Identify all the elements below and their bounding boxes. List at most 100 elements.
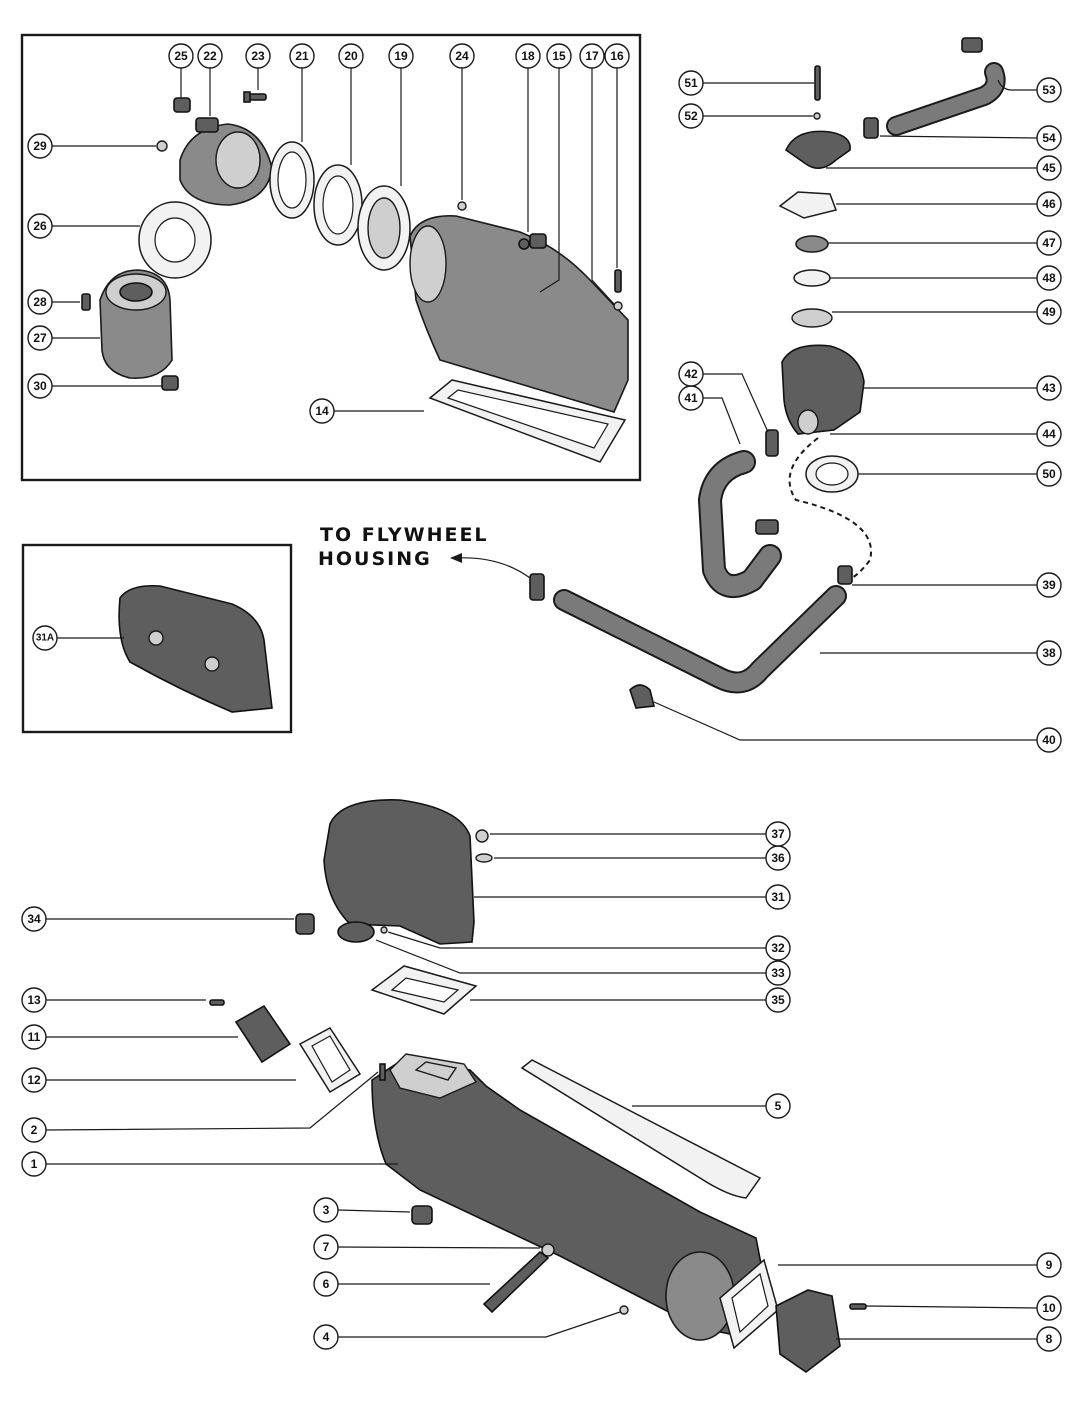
callout-number: 6 <box>323 1277 330 1291</box>
callout-number: 31A <box>36 633 54 644</box>
callout-number: 54 <box>1042 131 1056 145</box>
callout-circle <box>168 43 194 69</box>
callout-10: 10 <box>1036 1295 1062 1321</box>
leader-42 <box>703 373 769 433</box>
callout-4: 4 <box>313 1324 339 1350</box>
part-washer-17 <box>613 301 623 311</box>
callout-circle <box>313 1234 339 1260</box>
callout-number: 45 <box>1042 161 1056 175</box>
callout-38: 38 <box>1036 640 1062 666</box>
callout-circle <box>604 43 630 69</box>
part-gasket-20 <box>313 164 363 246</box>
callout-number: 13 <box>27 993 41 1007</box>
callout-11: 11 <box>21 1024 47 1050</box>
callout-circle <box>1036 1252 1062 1278</box>
callout-number: 41 <box>684 391 698 405</box>
callout-number: 47 <box>1042 236 1056 250</box>
callout-circle <box>515 43 541 69</box>
leader-17 <box>591 68 615 305</box>
callout-circle <box>1036 155 1062 181</box>
callout-circle <box>21 906 47 932</box>
part-clamp-top <box>961 37 983 53</box>
part-clamp-54 <box>863 117 879 139</box>
part-nut-4 <box>619 1305 629 1315</box>
callout-number: 32 <box>771 941 785 955</box>
callout-number: 27 <box>33 331 47 345</box>
callout-23: 23 <box>245 43 271 69</box>
part-clamp-39 <box>837 565 853 585</box>
callout-circle <box>449 43 475 69</box>
leader-3 <box>337 1209 411 1213</box>
part-clamp-mid <box>755 519 779 535</box>
callout-circle <box>1036 727 1062 753</box>
callout-number: 38 <box>1042 646 1056 660</box>
callout-28: 28 <box>27 289 53 315</box>
callout-12: 12 <box>21 1067 47 1093</box>
callout-43: 43 <box>1036 375 1062 401</box>
callout-circle <box>388 43 414 69</box>
callout-number: 34 <box>27 912 41 926</box>
callout-circle <box>678 361 704 387</box>
part-gasket-21 <box>269 141 315 219</box>
callout-20: 20 <box>338 43 364 69</box>
part-elbow-31 <box>323 799 475 945</box>
callout-circle <box>1036 77 1062 103</box>
callout-number: 2 <box>31 1123 38 1137</box>
leader-2 <box>45 1071 379 1131</box>
callout-number: 1 <box>31 1157 38 1171</box>
callout-45: 45 <box>1036 155 1062 181</box>
callout-circle <box>678 70 704 96</box>
part-riser-27 <box>99 269 173 379</box>
callout-circle <box>27 325 53 351</box>
callout-number: 35 <box>771 993 785 1007</box>
part-plug-34 <box>295 913 315 935</box>
part-gasket-26 <box>138 201 212 279</box>
part-clip-40 <box>629 684 655 709</box>
part-nut-29 <box>156 140 168 152</box>
callout-number: 17 <box>585 49 599 63</box>
callout-number: 42 <box>684 367 698 381</box>
callout-number: 23 <box>251 49 265 63</box>
callout-16: 16 <box>604 43 630 69</box>
part-hose-38 <box>553 585 847 694</box>
callout-number: 4 <box>323 1330 330 1344</box>
callout-42: 42 <box>678 361 704 387</box>
callout-circle <box>313 1271 339 1297</box>
part-screw-16 <box>614 269 622 293</box>
leader-7 <box>337 1246 541 1249</box>
callout-8: 8 <box>1036 1326 1062 1352</box>
part-thermostat-47 <box>795 235 829 253</box>
callout-22: 22 <box>197 43 223 69</box>
callout-circle <box>27 213 53 239</box>
callout-circle <box>765 960 791 986</box>
callout-circle <box>21 1067 47 1093</box>
part-housing-43 <box>781 344 865 435</box>
leader-33 <box>375 939 766 974</box>
callout-circle <box>1036 572 1062 598</box>
callout-circle <box>546 43 572 69</box>
callout-number: 7 <box>323 1240 330 1254</box>
annotation-arrowhead <box>450 553 462 563</box>
callout-36: 36 <box>765 845 791 871</box>
callout-34: 34 <box>21 906 47 932</box>
callout-6: 6 <box>313 1271 339 1297</box>
callout-number: 43 <box>1042 381 1056 395</box>
annotation-line-2: HOUSING <box>318 548 432 570</box>
part-washer-36 <box>475 853 493 863</box>
callout-21: 21 <box>289 43 315 69</box>
callout-circle <box>21 1024 47 1050</box>
callout-number: 26 <box>33 219 47 233</box>
inset-frame-riser-assembly <box>20 33 642 482</box>
callout-circle <box>1036 191 1062 217</box>
callout-number: 24 <box>455 49 469 63</box>
part-screw-28 <box>81 293 91 311</box>
part-washer-52 <box>813 112 821 120</box>
callout-circle <box>289 43 315 69</box>
callout-46: 46 <box>1036 191 1062 217</box>
part-manifold-1 <box>371 1053 767 1341</box>
callout-number: 25 <box>174 49 188 63</box>
callout-number: 29 <box>33 139 47 153</box>
callout-circle <box>1036 1326 1062 1352</box>
callout-number: 49 <box>1042 305 1056 319</box>
